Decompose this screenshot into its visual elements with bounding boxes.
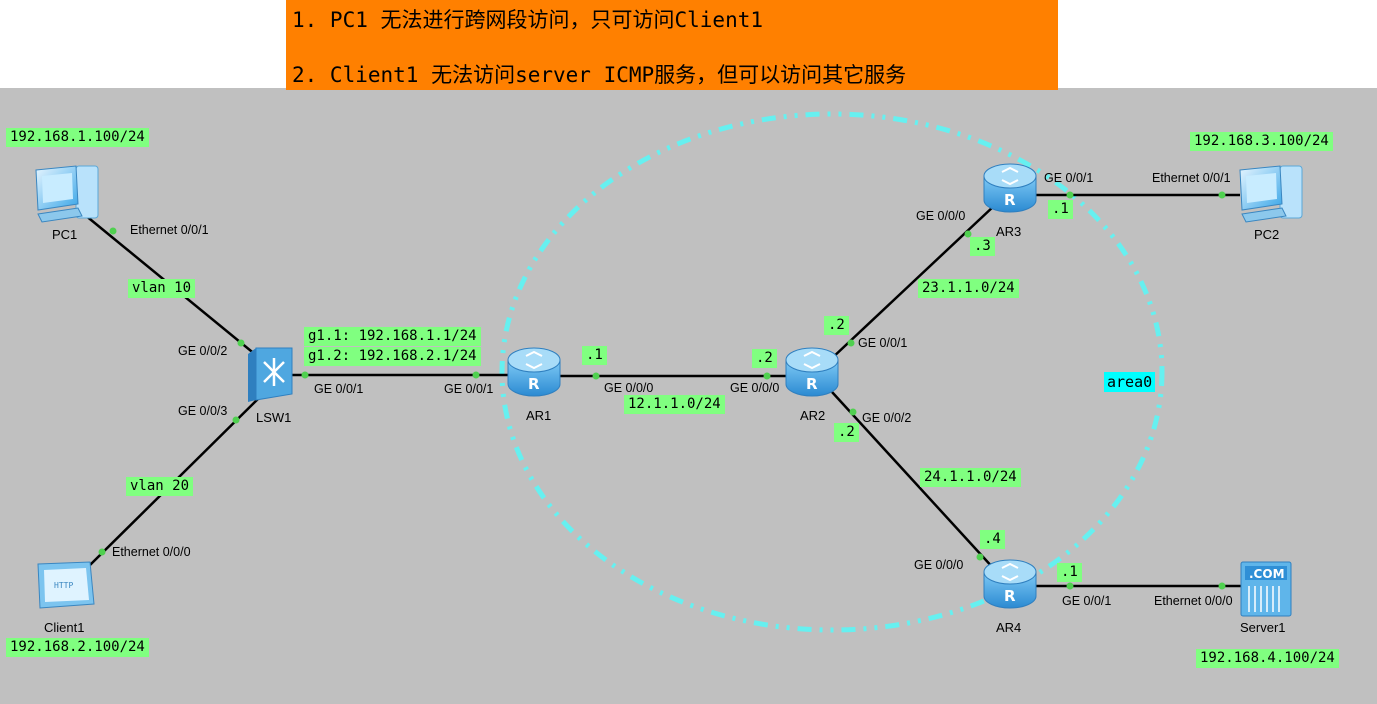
ar2-up-host-label: .2 xyxy=(824,316,849,335)
port-dot xyxy=(976,553,984,561)
requirement-2: 2. Client1 无法访问server ICMP服务，但可以访问其它服务 xyxy=(292,63,907,87)
port-dot xyxy=(472,371,480,379)
server-logo-text: .COM xyxy=(1249,567,1285,581)
net12-label: 12.1.1.0/24 xyxy=(624,395,725,414)
requirements-banner: 1. PC1 无法进行跨网段访问，只可访问Client1 2. Client1 … xyxy=(286,0,1058,90)
requirement-1: 1. PC1 无法进行跨网段访问，只可访问Client1 xyxy=(292,8,764,32)
pc-icon xyxy=(1239,165,1303,223)
client1-ip-label: 192.168.2.100/24 xyxy=(6,638,149,657)
lsw1-ge001-label: GE 0/0/1 xyxy=(314,382,364,396)
client-icon: HTTP xyxy=(37,561,95,609)
pc1-device[interactable] xyxy=(32,164,104,228)
lsw1-device[interactable] xyxy=(246,346,296,408)
pc-icon xyxy=(35,165,99,223)
client1-name: Client1 xyxy=(44,620,85,635)
port-dot xyxy=(237,339,245,347)
ar1-name: AR1 xyxy=(526,408,552,423)
area0-ring xyxy=(499,111,1165,633)
ar4-name: AR4 xyxy=(996,620,1022,635)
lsw1-ge002-label: GE 0/0/2 xyxy=(178,344,228,358)
port-dot xyxy=(964,230,972,238)
ar3-right-host-label: .1 xyxy=(1048,200,1073,219)
ar2-left-host-label: .2 xyxy=(752,349,777,368)
server1-name: Server1 xyxy=(1240,620,1286,635)
port-dot xyxy=(98,548,106,556)
pc2-port-label: Ethernet 0/0/1 xyxy=(1152,171,1231,185)
port-dot xyxy=(763,372,771,380)
pc2-ip-label: 192.168.3.100/24 xyxy=(1190,132,1333,151)
ar2-name: AR2 xyxy=(800,408,826,423)
port-dot xyxy=(1218,191,1226,199)
subif1-label: g1.1: 192.168.1.1/24 xyxy=(304,327,481,346)
switch-icon xyxy=(248,347,293,402)
net23-label: 23.1.1.0/24 xyxy=(918,279,1019,298)
svg-text:R: R xyxy=(1004,191,1016,209)
ar4-ge000-label: GE 0/0/0 xyxy=(914,558,964,572)
port-dot xyxy=(1218,582,1226,590)
ar3-ge000-label: GE 0/0/0 xyxy=(916,209,966,223)
vlan20-label: vlan 20 xyxy=(126,477,194,496)
ar2-down-host-label: .2 xyxy=(834,423,859,442)
router-icon: R xyxy=(983,559,1037,609)
port-dot xyxy=(847,339,855,347)
lsw1-ge003-label: GE 0/0/3 xyxy=(178,404,228,418)
router-icon: R xyxy=(983,163,1037,213)
ar2-ge002-label: GE 0/0/2 xyxy=(862,411,912,425)
net24-label: 24.1.1.0/24 xyxy=(920,468,1021,487)
ar2-device[interactable]: R xyxy=(782,344,842,404)
ar4-ge001-label: GE 0/0/1 xyxy=(1062,594,1112,608)
area0-label: area0 xyxy=(1104,372,1156,392)
ar2-ge001-label: GE 0/0/1 xyxy=(858,336,908,350)
ar1-ge000-label: GE 0/0/0 xyxy=(604,381,654,395)
pc1-name: PC1 xyxy=(52,227,78,242)
ar4-host-label: .4 xyxy=(980,530,1005,549)
vlan10-label: vlan 10 xyxy=(128,279,196,298)
router-icon: R xyxy=(507,347,561,397)
port-dot xyxy=(1066,582,1074,590)
ar3-ge001-label: GE 0/0/1 xyxy=(1044,171,1094,185)
port-dot xyxy=(109,227,117,235)
client1-port-label: Ethernet 0/0/0 xyxy=(112,545,191,559)
subif2-label: g1.2: 192.168.2.1/24 xyxy=(304,347,481,366)
ar1-device[interactable]: R xyxy=(504,344,564,404)
port-dot xyxy=(232,416,240,424)
port-dot xyxy=(301,371,309,379)
lsw1-name: LSW1 xyxy=(256,410,292,425)
ar3-device[interactable]: R xyxy=(980,160,1040,220)
pc2-name: PC2 xyxy=(1254,227,1280,242)
svg-text:R: R xyxy=(806,375,818,393)
server1-port-label: Ethernet 0/0/0 xyxy=(1154,594,1233,608)
router-icon: R xyxy=(785,347,839,397)
ar3-name: AR3 xyxy=(996,224,1022,239)
svg-text:R: R xyxy=(528,375,540,393)
client-logo-text: HTTP xyxy=(54,581,73,590)
server1-device[interactable]: .COM xyxy=(1237,560,1295,622)
ar1-ge001-label: GE 0/0/1 xyxy=(444,382,494,396)
ar2-ge000-label: GE 0/0/0 xyxy=(730,381,780,395)
port-dot xyxy=(1066,191,1074,199)
client1-device[interactable]: HTTP xyxy=(36,560,98,618)
port-dot xyxy=(849,408,857,416)
ar4-device[interactable]: R xyxy=(980,556,1040,616)
pc1-ip-label: 192.168.1.100/24 xyxy=(6,128,149,147)
server1-ip-label: 192.168.4.100/24 xyxy=(1196,649,1339,668)
pc1-port-label: Ethernet 0/0/1 xyxy=(130,223,209,237)
pc2-device[interactable] xyxy=(1236,164,1308,228)
port-dot xyxy=(592,372,600,380)
link-ar2-ar4 xyxy=(831,391,996,571)
svg-text:R: R xyxy=(1004,587,1016,605)
ar4-right-host-label: .1 xyxy=(1057,563,1082,582)
ar3-host-label: .3 xyxy=(970,237,995,256)
ar1-host-label: .1 xyxy=(582,346,607,365)
server-icon: .COM xyxy=(1240,561,1292,617)
